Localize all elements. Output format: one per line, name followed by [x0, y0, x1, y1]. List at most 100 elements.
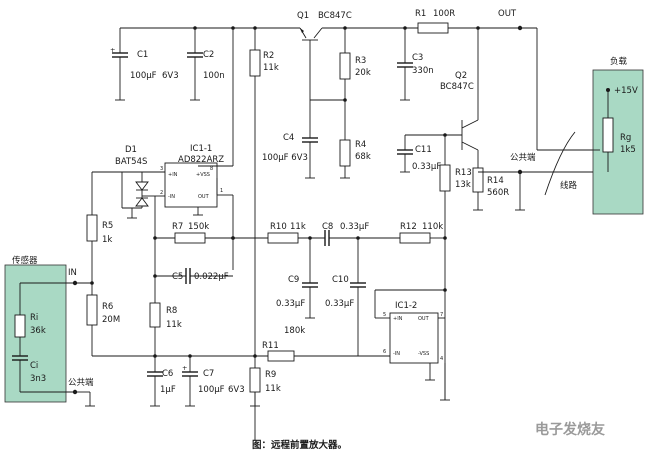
label-rg-val: 1k5 [620, 145, 636, 155]
svg-text:+: + [182, 364, 187, 372]
label-r12: R12 [400, 222, 417, 232]
pin-out: OUT [198, 194, 210, 200]
label-c1-v: 6V3 [162, 71, 179, 81]
label-line: 线路 [560, 180, 578, 191]
resistor-r9 [249, 367, 261, 393]
resistor-r10 [267, 232, 299, 244]
label-r4-val: 68k [355, 152, 371, 162]
pin-ic12-in-minus: -IN [393, 351, 400, 357]
pin-8: 8 [210, 166, 213, 172]
pin-ic12-vss: -VSS [418, 351, 429, 357]
svg-text:+: + [110, 46, 115, 54]
label-ri: Ri [30, 313, 38, 323]
label-rg: Rg [620, 133, 631, 143]
label-r14-val: 560R [487, 188, 509, 198]
label-r3-val: 20k [355, 68, 371, 78]
load-module [592, 69, 644, 215]
label-r10-val: 11k [290, 222, 306, 232]
label-c1: C1 [137, 50, 148, 60]
label-r14: R14 [487, 176, 504, 186]
resistor-r2 [249, 49, 261, 77]
label-ic1-1: IC1-1 [190, 144, 212, 154]
label-ri-val: 36k [30, 326, 46, 336]
label-r9: R9 [265, 370, 276, 380]
line-break-marker [544, 131, 576, 196]
label-c4-val: 100μF 6V3 [262, 153, 308, 163]
label-in: IN [68, 268, 77, 278]
resistor-r8 [149, 302, 161, 328]
label-c4: C4 [283, 133, 294, 143]
pin-ic12-in-plus: +IN [393, 316, 403, 322]
resistor-r1 [417, 22, 449, 34]
label-r7: R7 [172, 222, 183, 232]
label-q1-type: BC847C [318, 11, 352, 21]
label-c10: C10 [332, 275, 349, 285]
pin-1: 1 [220, 188, 223, 194]
diode-d1a [135, 181, 149, 191]
label-r10: R10 [270, 222, 287, 232]
label-r5-val: 1k [102, 235, 112, 245]
label-q2: Q2 [455, 71, 467, 81]
pin-2: 2 [160, 190, 163, 196]
label-q2-type: BC847C [440, 82, 474, 92]
in-node [72, 280, 78, 286]
label-c8-val: 0.33μF [340, 222, 369, 232]
resistor-r13 [439, 164, 451, 192]
resistor-r6 [86, 294, 98, 326]
label-d1-type: BAT54S [115, 157, 147, 167]
label-r8: R8 [166, 306, 177, 316]
label-c3: C3 [412, 53, 423, 63]
label-r4: R4 [355, 140, 366, 150]
label-r8-val: 11k [166, 320, 182, 330]
label-ic1-2: IC1-2 [395, 301, 417, 311]
watermark-logo: 电子发烧友 [535, 421, 605, 438]
label-c5: C5 [172, 272, 183, 282]
label-r11: R11 [262, 341, 279, 351]
label-c6-val: 1μF [160, 385, 176, 395]
label-ci-val: 3n3 [30, 374, 46, 384]
resistor-r7 [174, 232, 206, 244]
label-r3: R3 [355, 56, 366, 66]
label-r1: R1 [415, 9, 426, 19]
label-c6: C6 [162, 369, 173, 379]
resistor-r12 [399, 232, 431, 244]
label-out: OUT [498, 9, 517, 19]
label-c11: C11 [415, 145, 432, 155]
resistor-r3 [339, 52, 351, 80]
resistor-ri [14, 314, 26, 338]
label-ci: Ci [30, 361, 38, 371]
resistor-r5 [86, 214, 98, 242]
label-c7: C7 [203, 369, 214, 379]
label-c2: C2 [203, 50, 214, 60]
pin-vss: +VSS [196, 172, 210, 178]
figure-caption: 图：远程前置放大器。 [252, 439, 347, 451]
label-r9-val: 11k [265, 384, 281, 394]
label-r6: R6 [102, 302, 113, 312]
pin-7: 7 [440, 312, 443, 318]
pin-5: 5 [383, 312, 386, 318]
label-c9-val: 0.33μF [276, 299, 305, 309]
label-c11-val: 0.33μF [412, 162, 441, 172]
label-r5: R5 [102, 221, 113, 231]
opamp-ic1-1 [164, 162, 218, 208]
pin-ic12-out: OUT [418, 316, 430, 322]
label-c8: C8 [322, 222, 333, 232]
pin-in-minus: -IN [168, 194, 175, 200]
label-r13-val: 13k [455, 180, 471, 190]
label-r2: R2 [263, 51, 274, 61]
label-c7-v: 6V3 [228, 385, 245, 395]
label-r13: R13 [455, 168, 472, 178]
pin-4: 4 [440, 356, 443, 362]
pin-in-plus: +IN [168, 172, 178, 178]
label-c9: C9 [288, 275, 299, 285]
pin-6: 6 [383, 349, 386, 355]
resistor-r11 [267, 350, 295, 362]
label-r1-val: 100R [433, 9, 455, 19]
label-d1: D1 [125, 145, 137, 155]
label-c10-val: 0.33μF [325, 299, 354, 309]
label-r12-val: 110k [422, 222, 443, 232]
label-r2-val: 11k [263, 63, 279, 73]
label-common-right: 公共端 [510, 152, 536, 163]
label-common-left: 公共端 [68, 377, 94, 388]
